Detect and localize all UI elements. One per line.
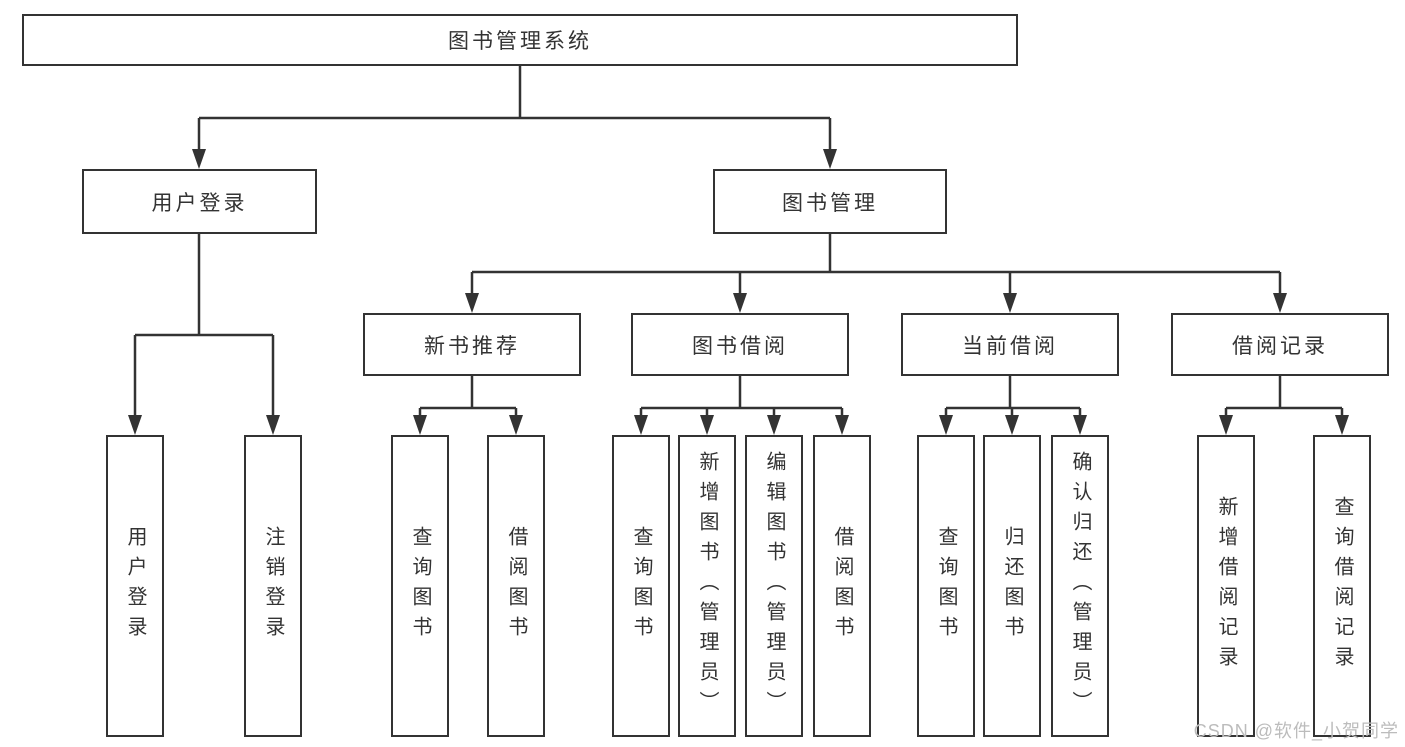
leaf-query-books-borrowing: 查询图书 xyxy=(612,435,670,737)
leaf-return-books: 归还图书 xyxy=(983,435,1041,737)
leaf-query-borrow-record: 查询借阅记录 xyxy=(1313,435,1371,737)
leaf-add-borrow-record: 新增借阅记录 xyxy=(1197,435,1255,737)
leaf-user-login: 用户登录 xyxy=(106,435,164,737)
leaf-borrow-books-recommend: 借阅图书 xyxy=(487,435,545,737)
node-book-management: 图书管理 xyxy=(713,169,947,234)
leaf-confirm-return-admin: 确认归还（管理员） xyxy=(1051,435,1109,737)
leaf-add-books-admin: 新增图书（管理员） xyxy=(678,435,736,737)
leaf-edit-books-admin: 编辑图书（管理员） xyxy=(745,435,803,737)
leaf-query-books-current: 查询图书 xyxy=(917,435,975,737)
csdn-watermark: CSDN @软件_小贺同学 xyxy=(1193,721,1399,741)
leaf-borrow-books: 借阅图书 xyxy=(813,435,871,737)
node-book-borrowing: 图书借阅 xyxy=(631,313,849,376)
node-user-login: 用户登录 xyxy=(82,169,317,234)
node-library-system: 图书管理系统 xyxy=(22,14,1018,66)
leaf-logout: 注销登录 xyxy=(244,435,302,737)
node-current-borrowing: 当前借阅 xyxy=(901,313,1119,376)
node-borrowing-records: 借阅记录 xyxy=(1171,313,1389,376)
node-new-book-recommend: 新书推荐 xyxy=(363,313,581,376)
arrowhead-icons xyxy=(128,149,1349,435)
leaf-query-books-recommend: 查询图书 xyxy=(391,435,449,737)
